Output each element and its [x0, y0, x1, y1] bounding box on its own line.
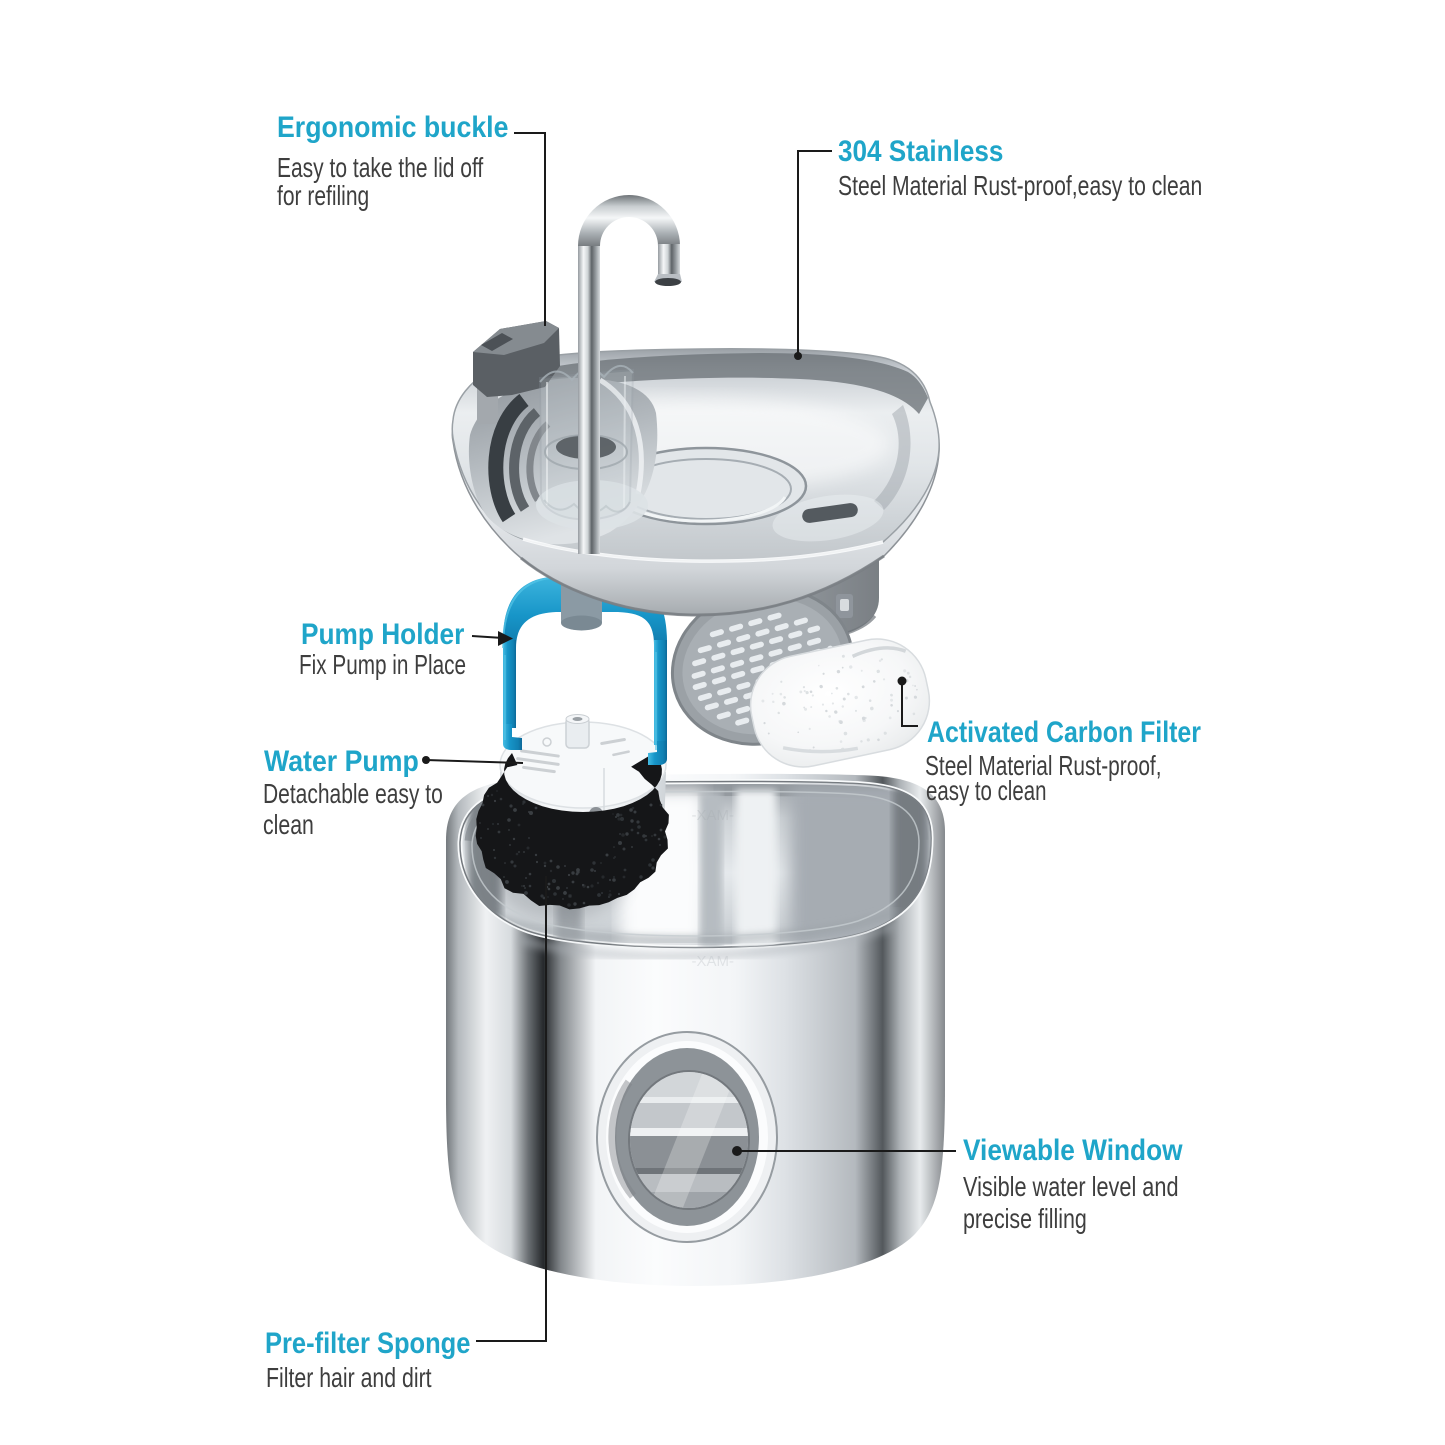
svg-text:-MAX-: -MAX-	[692, 807, 735, 824]
